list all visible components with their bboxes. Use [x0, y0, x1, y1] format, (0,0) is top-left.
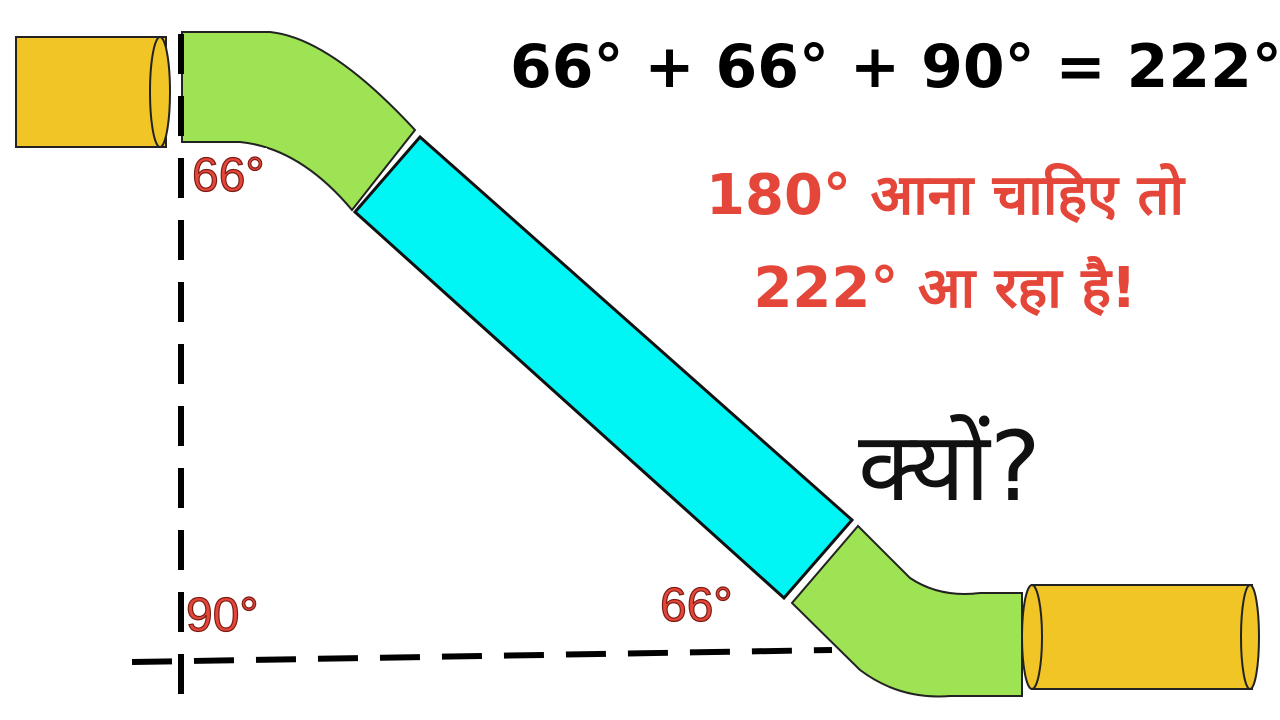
upper-elbow-fitting [181, 31, 417, 212]
angle-sum-equation: 66° + 66° + 90° = 222° [510, 32, 1280, 102]
claim-line-2: 222° आ रहा है! [753, 256, 1137, 321]
straight-pipe-section [352, 134, 855, 601]
angle-label-top: 66° [190, 148, 267, 203]
left-pipe-stub [15, 36, 171, 148]
question-text: क्यों? [858, 411, 1041, 523]
angle-label-bottom: 66° [659, 578, 733, 632]
angle-label-right: 90° [185, 588, 259, 642]
claim-line-1: 180° आना चाहिए तो [706, 163, 1184, 228]
right-pipe-stub [1021, 584, 1260, 690]
lower-elbow-fitting [790, 524, 1023, 698]
horizontal-reference-line [131, 647, 833, 665]
